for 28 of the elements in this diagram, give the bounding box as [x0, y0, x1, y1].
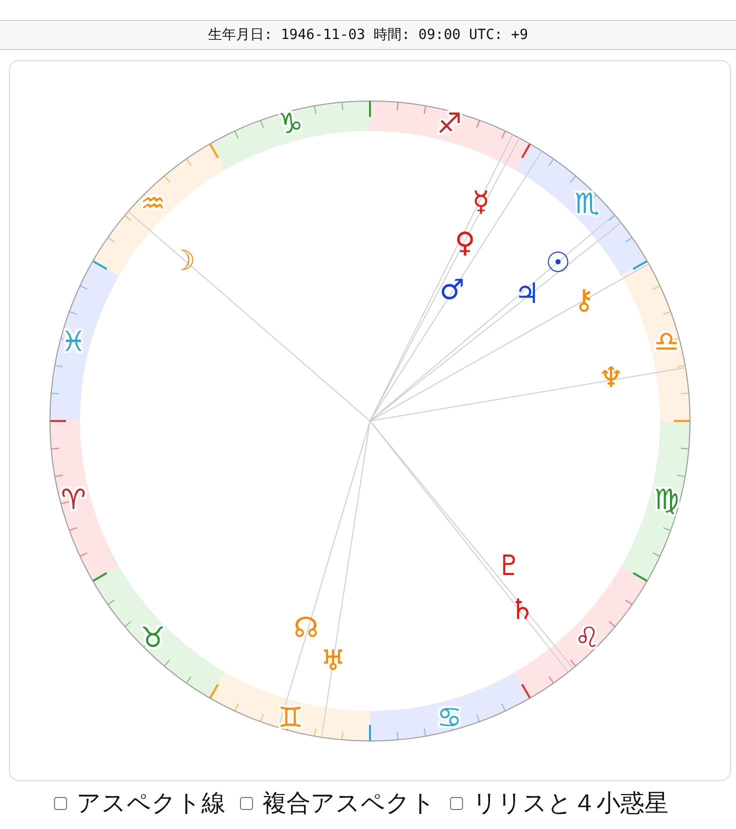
zodiac-sign-symbol: ♏: [574, 190, 600, 218]
planet-symbol: ☊: [294, 614, 318, 642]
zodiac-sign-symbol: ♒: [140, 190, 166, 218]
planet-symbol: ⚷: [574, 286, 594, 314]
zodiac-sign-symbol: ♍: [654, 486, 680, 514]
planet-symbol: ♄: [509, 596, 535, 624]
planet-symbol: ☿: [472, 188, 490, 216]
planet-symbol: ☽: [170, 247, 196, 275]
planet-symbol: ♅: [320, 647, 346, 675]
checkbox-label: 複合アスペクト: [262, 790, 436, 816]
zodiac-sign-symbol: ♐: [436, 110, 462, 138]
planet-symbol: ♂: [439, 276, 465, 304]
zodiac-sign-symbol: ♈: [60, 486, 86, 514]
planet-symbol: ♃: [514, 280, 540, 308]
planet-symbol: ♀: [454, 229, 476, 257]
checkbox-label: アスペクト線: [76, 790, 226, 816]
zodiac-sign-symbol: ♋: [436, 704, 462, 732]
zodiac-sign-symbol: ♌: [574, 624, 600, 652]
birth-data-text: 生年月日: 1946-11-03 時間: 09:00 UTC: +9: [208, 26, 528, 44]
checkbox-label: リリスと４小惑星: [472, 790, 668, 816]
planet-symbol: ♆: [598, 364, 624, 392]
zodiac-sign-symbol: ♊: [278, 704, 304, 732]
zodiac-sign-symbol: ♑: [278, 110, 304, 138]
zodiac-sign-symbol: ♎: [654, 328, 680, 356]
zodiac-sign-symbol: ♓: [60, 328, 86, 356]
planet-symbol: ☉: [545, 249, 571, 277]
zodiac-sign-symbol: ♉: [140, 624, 166, 652]
planet-symbol: ♇: [496, 552, 522, 580]
